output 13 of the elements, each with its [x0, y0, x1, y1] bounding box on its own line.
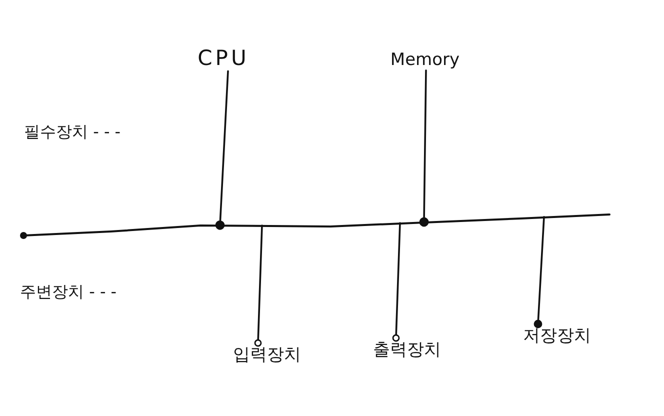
- component-label: Memory: [390, 50, 460, 70]
- connector-line: [254, 224, 263, 347]
- connector-line: [392, 222, 401, 342]
- component-label: CPU: [194, 46, 250, 72]
- connector-line: [215, 70, 229, 230]
- category-label: 필수장치 - - -: [24, 122, 121, 142]
- connector-line: [534, 216, 545, 328]
- connector-line: [419, 70, 429, 227]
- component-label: 입력장치: [233, 343, 301, 368]
- component-label: 저장장치: [523, 324, 591, 350]
- bus-line: [20, 210, 610, 238]
- component-label: 출력장치: [373, 338, 441, 364]
- category-label: 주변장치 - - -: [20, 282, 117, 302]
